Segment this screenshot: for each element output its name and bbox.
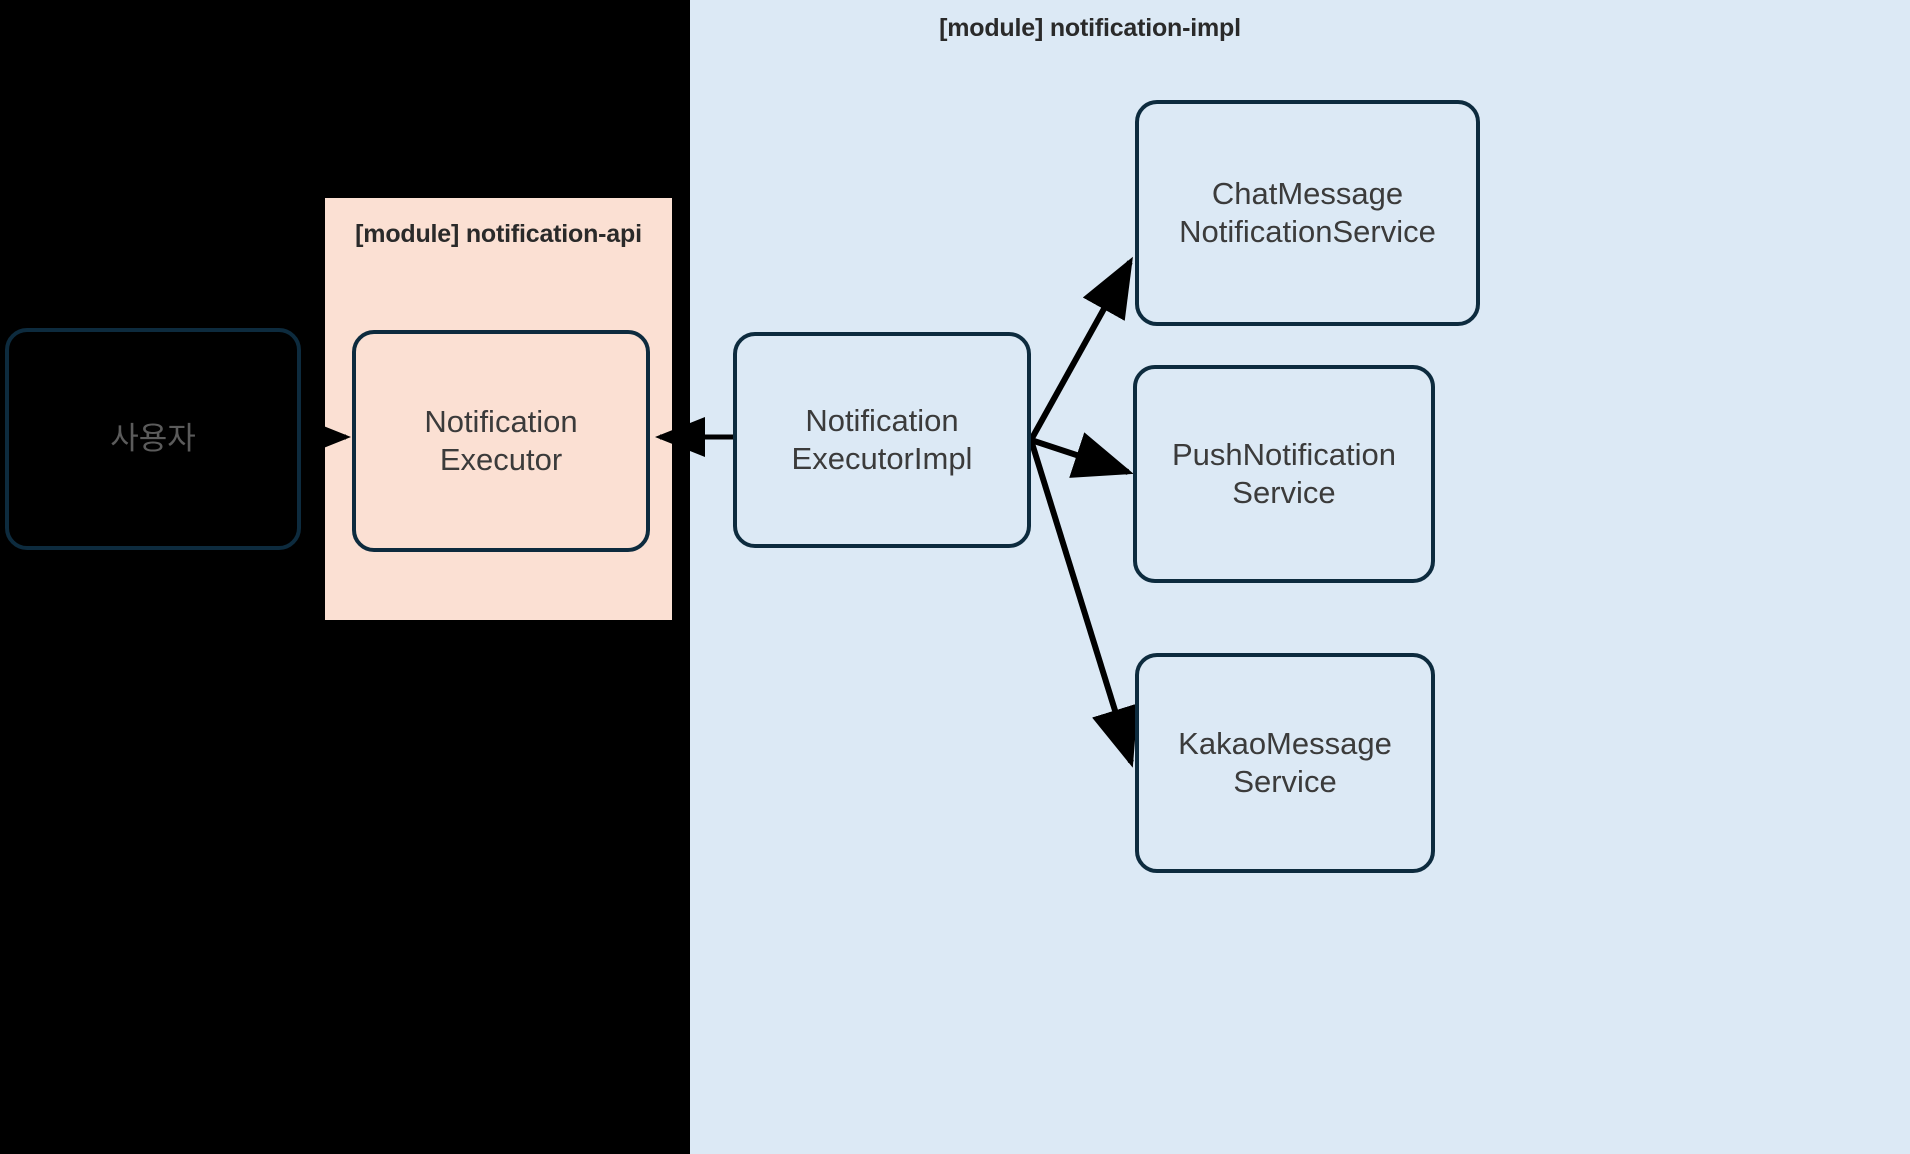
- node-notification-executor-impl-line1: Notification: [805, 403, 959, 439]
- node-push-notification-service-label: PushNotification Service: [1172, 436, 1396, 512]
- node-notification-executor-impl-label: Notification ExecutorImpl: [792, 402, 973, 478]
- node-kakao-message-service[interactable]: KakaoMessage Service: [1135, 653, 1435, 873]
- node-notification-executor-line2: Executor: [439, 442, 563, 477]
- node-kakao-message-service-line2: Service: [1233, 764, 1337, 799]
- node-chat-message-notification-service-label: ChatMessage NotificationService: [1179, 175, 1436, 251]
- module-title-notification-api: [module] notification-api: [355, 220, 642, 248]
- node-user[interactable]: 사용자: [5, 328, 301, 550]
- node-push-notification-service-line2: Service: [1232, 475, 1336, 510]
- node-notification-executor-impl[interactable]: Notification ExecutorImpl: [733, 332, 1031, 548]
- module-title-notification-impl: [module] notification-impl: [939, 14, 1241, 42]
- node-push-notification-service[interactable]: PushNotification Service: [1133, 365, 1435, 583]
- node-notification-executor-impl-line2: ExecutorImpl: [791, 441, 973, 476]
- node-push-notification-service-line1: PushNotification: [1171, 437, 1396, 473]
- node-chat-message-notification-service-line1: ChatMessage: [1211, 176, 1404, 212]
- node-notification-executor-line1: Notification: [424, 404, 578, 440]
- node-notification-executor[interactable]: Notification Executor: [352, 330, 650, 552]
- node-chat-message-notification-service-line2: NotificationService: [1179, 214, 1436, 249]
- node-kakao-message-service-line1: KakaoMessage: [1178, 726, 1392, 762]
- node-user-label: 사용자: [110, 421, 196, 457]
- node-chat-message-notification-service[interactable]: ChatMessage NotificationService: [1135, 100, 1480, 326]
- node-kakao-message-service-label: KakaoMessage Service: [1178, 725, 1392, 801]
- node-notification-executor-label: Notification Executor: [424, 403, 577, 479]
